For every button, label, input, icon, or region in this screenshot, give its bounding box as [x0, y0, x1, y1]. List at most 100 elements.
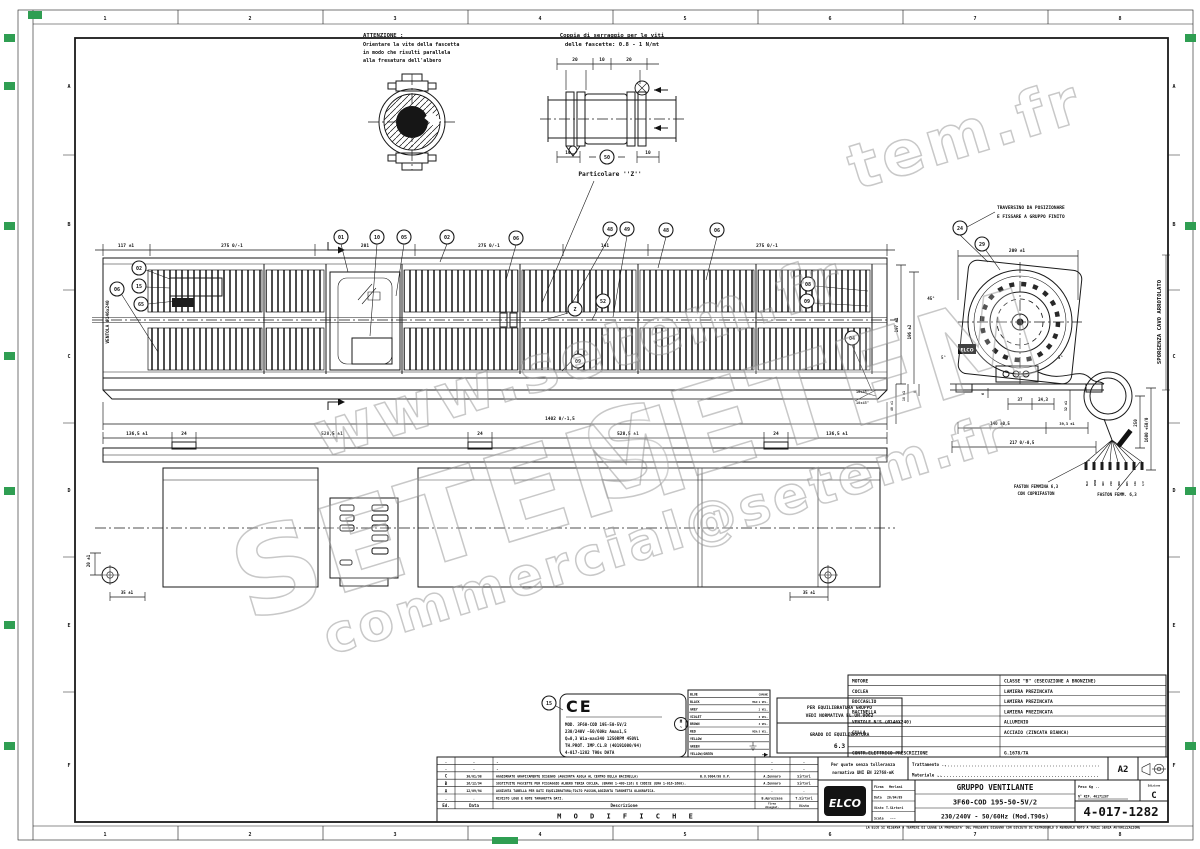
wire-color: YELLOW/GREEN: [690, 752, 713, 756]
firma-label: Firma: [874, 785, 884, 789]
svg-text:04: 04: [849, 336, 855, 342]
drawing-subtitle: 3F60-COD 195-50-5V/2: [953, 799, 1037, 807]
col-label: 6: [828, 16, 831, 22]
note-attenzione: ATTENZIONE : Orientare la vite della fas…: [363, 33, 459, 64]
dim: 20: [626, 57, 632, 63]
ce-plate: 15 CE MOD. 3F60-COD 195-50-5V/2 230/240V…: [541, 693, 687, 758]
rev-date: .: [473, 797, 475, 801]
dim: 275 0/-1: [756, 243, 778, 249]
elco-logo-text: ELCO: [829, 797, 861, 810]
svg-text:05: 05: [401, 235, 407, 241]
mat-label: VENTOLE N°5 (Ø146X240): [852, 719, 912, 726]
dim: 140 ±0,5: [990, 421, 1010, 426]
dim: 24: [181, 431, 187, 437]
rev-visto: Sirtori: [797, 782, 811, 786]
dim: 8: [913, 391, 917, 393]
faston-note: FASTON FEMMINA 6,3: [1014, 484, 1059, 489]
cell: .: [473, 766, 475, 771]
dim: 10: [645, 150, 651, 156]
motor-logo: ELCO: [960, 348, 973, 354]
eq-line: GRADO DI EQUILIBRATURA: [810, 732, 870, 738]
wire-label: GIA: [1133, 481, 1137, 486]
clamp-detail-figure: [368, 73, 456, 171]
legal-note: LA ELCO SI RISERVA A TERMINI DI LEGGE LA…: [866, 826, 1141, 830]
dim: 45°: [927, 296, 934, 301]
title-block: Per quote senza tolleranza normativa UNI…: [817, 756, 1168, 830]
cell: .: [445, 759, 447, 764]
plate-line: 4-017-1282 T90s DATA: [565, 750, 615, 755]
svg-text:49: 49: [624, 227, 630, 233]
mat-label: BACINELLA: [852, 709, 877, 715]
data-value: 20/04/89: [887, 796, 902, 800]
rev-desc: SOSTITUITE FASCETTE PER FISSAGGIO ALBERO…: [496, 782, 686, 786]
rif-value: N° RIF. 40171287: [1078, 795, 1109, 799]
rev-bu: B.U.9004/98 U.P.: [700, 774, 731, 778]
balloon-15: 15: [541, 695, 557, 711]
svg-text:29: 29: [979, 242, 985, 248]
col-label: 5: [683, 832, 686, 838]
plate-line: TH.PROT. IMP.CL.B (40191000/94): [565, 743, 641, 748]
plate-line: 230/240V ~50/60Hz Amax1,5: [565, 729, 627, 734]
col-label: 8: [1118, 16, 1121, 22]
wire-label: GRI: [1101, 481, 1105, 486]
rev-date: 30/01/98: [466, 774, 481, 778]
coppia-line: Coppia di serraggio per le viti: [560, 33, 665, 39]
svg-text:09: 09: [575, 359, 581, 365]
wire-color: BLACK: [690, 700, 700, 704]
wire-label: BLU: [1085, 481, 1089, 486]
bolt-left: [100, 565, 120, 585]
rev-firma: B.Apruzzese: [761, 797, 782, 801]
balloon-29: 29: [974, 236, 990, 252]
rev-ed: C: [445, 774, 448, 779]
attenzione-line: Orientare la vite della fascetta: [363, 42, 459, 48]
tolerance-note: normativa UNI EN 22768-mK: [832, 770, 894, 775]
dim: 39,3 ±1: [1059, 422, 1074, 426]
rev-ed: B: [445, 781, 448, 786]
drawing-subtitle2: 230/240V - 50/60Hz (Mod.T90s): [941, 814, 1049, 821]
attenzione-title: ATTENZIONE :: [363, 33, 403, 39]
svg-text:01: 01: [338, 235, 344, 241]
drawing-number: 4-017-1282: [1083, 804, 1158, 819]
header-visto: Visto: [799, 804, 809, 808]
dim: 528,5 ±1: [321, 431, 343, 437]
header-data: Data: [469, 803, 479, 808]
wire-color: BROWN: [690, 722, 700, 726]
visto-value: T.Sirtori: [886, 806, 903, 810]
wire-color: GREEN: [690, 744, 700, 748]
front-view: 136,5 ±1 24 528,5 ±1 24 528,5 ±1 24 136,…: [86, 431, 895, 601]
row-label: E: [67, 623, 70, 629]
dim: 5°: [941, 355, 946, 360]
wire-label: G/V: [1141, 481, 1145, 486]
scala-value: ---: [890, 817, 896, 821]
mat-label: CONTR.ELETTRICO PRESCRIZIONE: [852, 750, 928, 756]
svg-text:10: 10: [374, 235, 380, 241]
edizione-value: C: [1151, 791, 1156, 801]
dim: 10: [565, 150, 571, 156]
ventola-label: VENTOLA Ø146x240: [104, 300, 111, 344]
svg-text:15: 15: [546, 701, 552, 707]
svg-text:15: 15: [136, 284, 142, 290]
materiale-label: Materiale ..: [912, 773, 942, 778]
trattamento-label: Trattamento ..: [912, 762, 947, 767]
attenzione-line: alla fresatura dell'albero: [363, 58, 441, 64]
plate-line: MOD. 3F60-COD 195-50-5V/2: [565, 722, 627, 727]
dim: 217 0/-0,5: [1010, 440, 1035, 445]
svg-text:24: 24: [957, 226, 963, 232]
mat-value: ACCIAIO (ZINCATA BIANCA): [1004, 730, 1069, 736]
dim: 6: [981, 393, 985, 395]
dim: 24: [477, 431, 483, 437]
rev-firma: A.Zennaro: [763, 782, 780, 786]
visto-label: Visto: [874, 806, 884, 810]
dim: 196 ±2: [907, 324, 912, 339]
rev-ed: .: [445, 796, 447, 801]
col-label: 3: [393, 16, 396, 22]
dim: 136,5 ±1: [826, 431, 848, 437]
dim: 117 ±1: [118, 243, 135, 249]
col-label: 6: [828, 832, 831, 838]
svg-text:50: 50: [604, 155, 610, 161]
dim: 5°: [1058, 355, 1063, 360]
col-label: 2: [248, 832, 251, 838]
wire-label: NERO: [1093, 479, 1097, 486]
mat-value: LAMIERA PREZINCATA: [1004, 699, 1053, 705]
green-tags: [4, 11, 1196, 844]
